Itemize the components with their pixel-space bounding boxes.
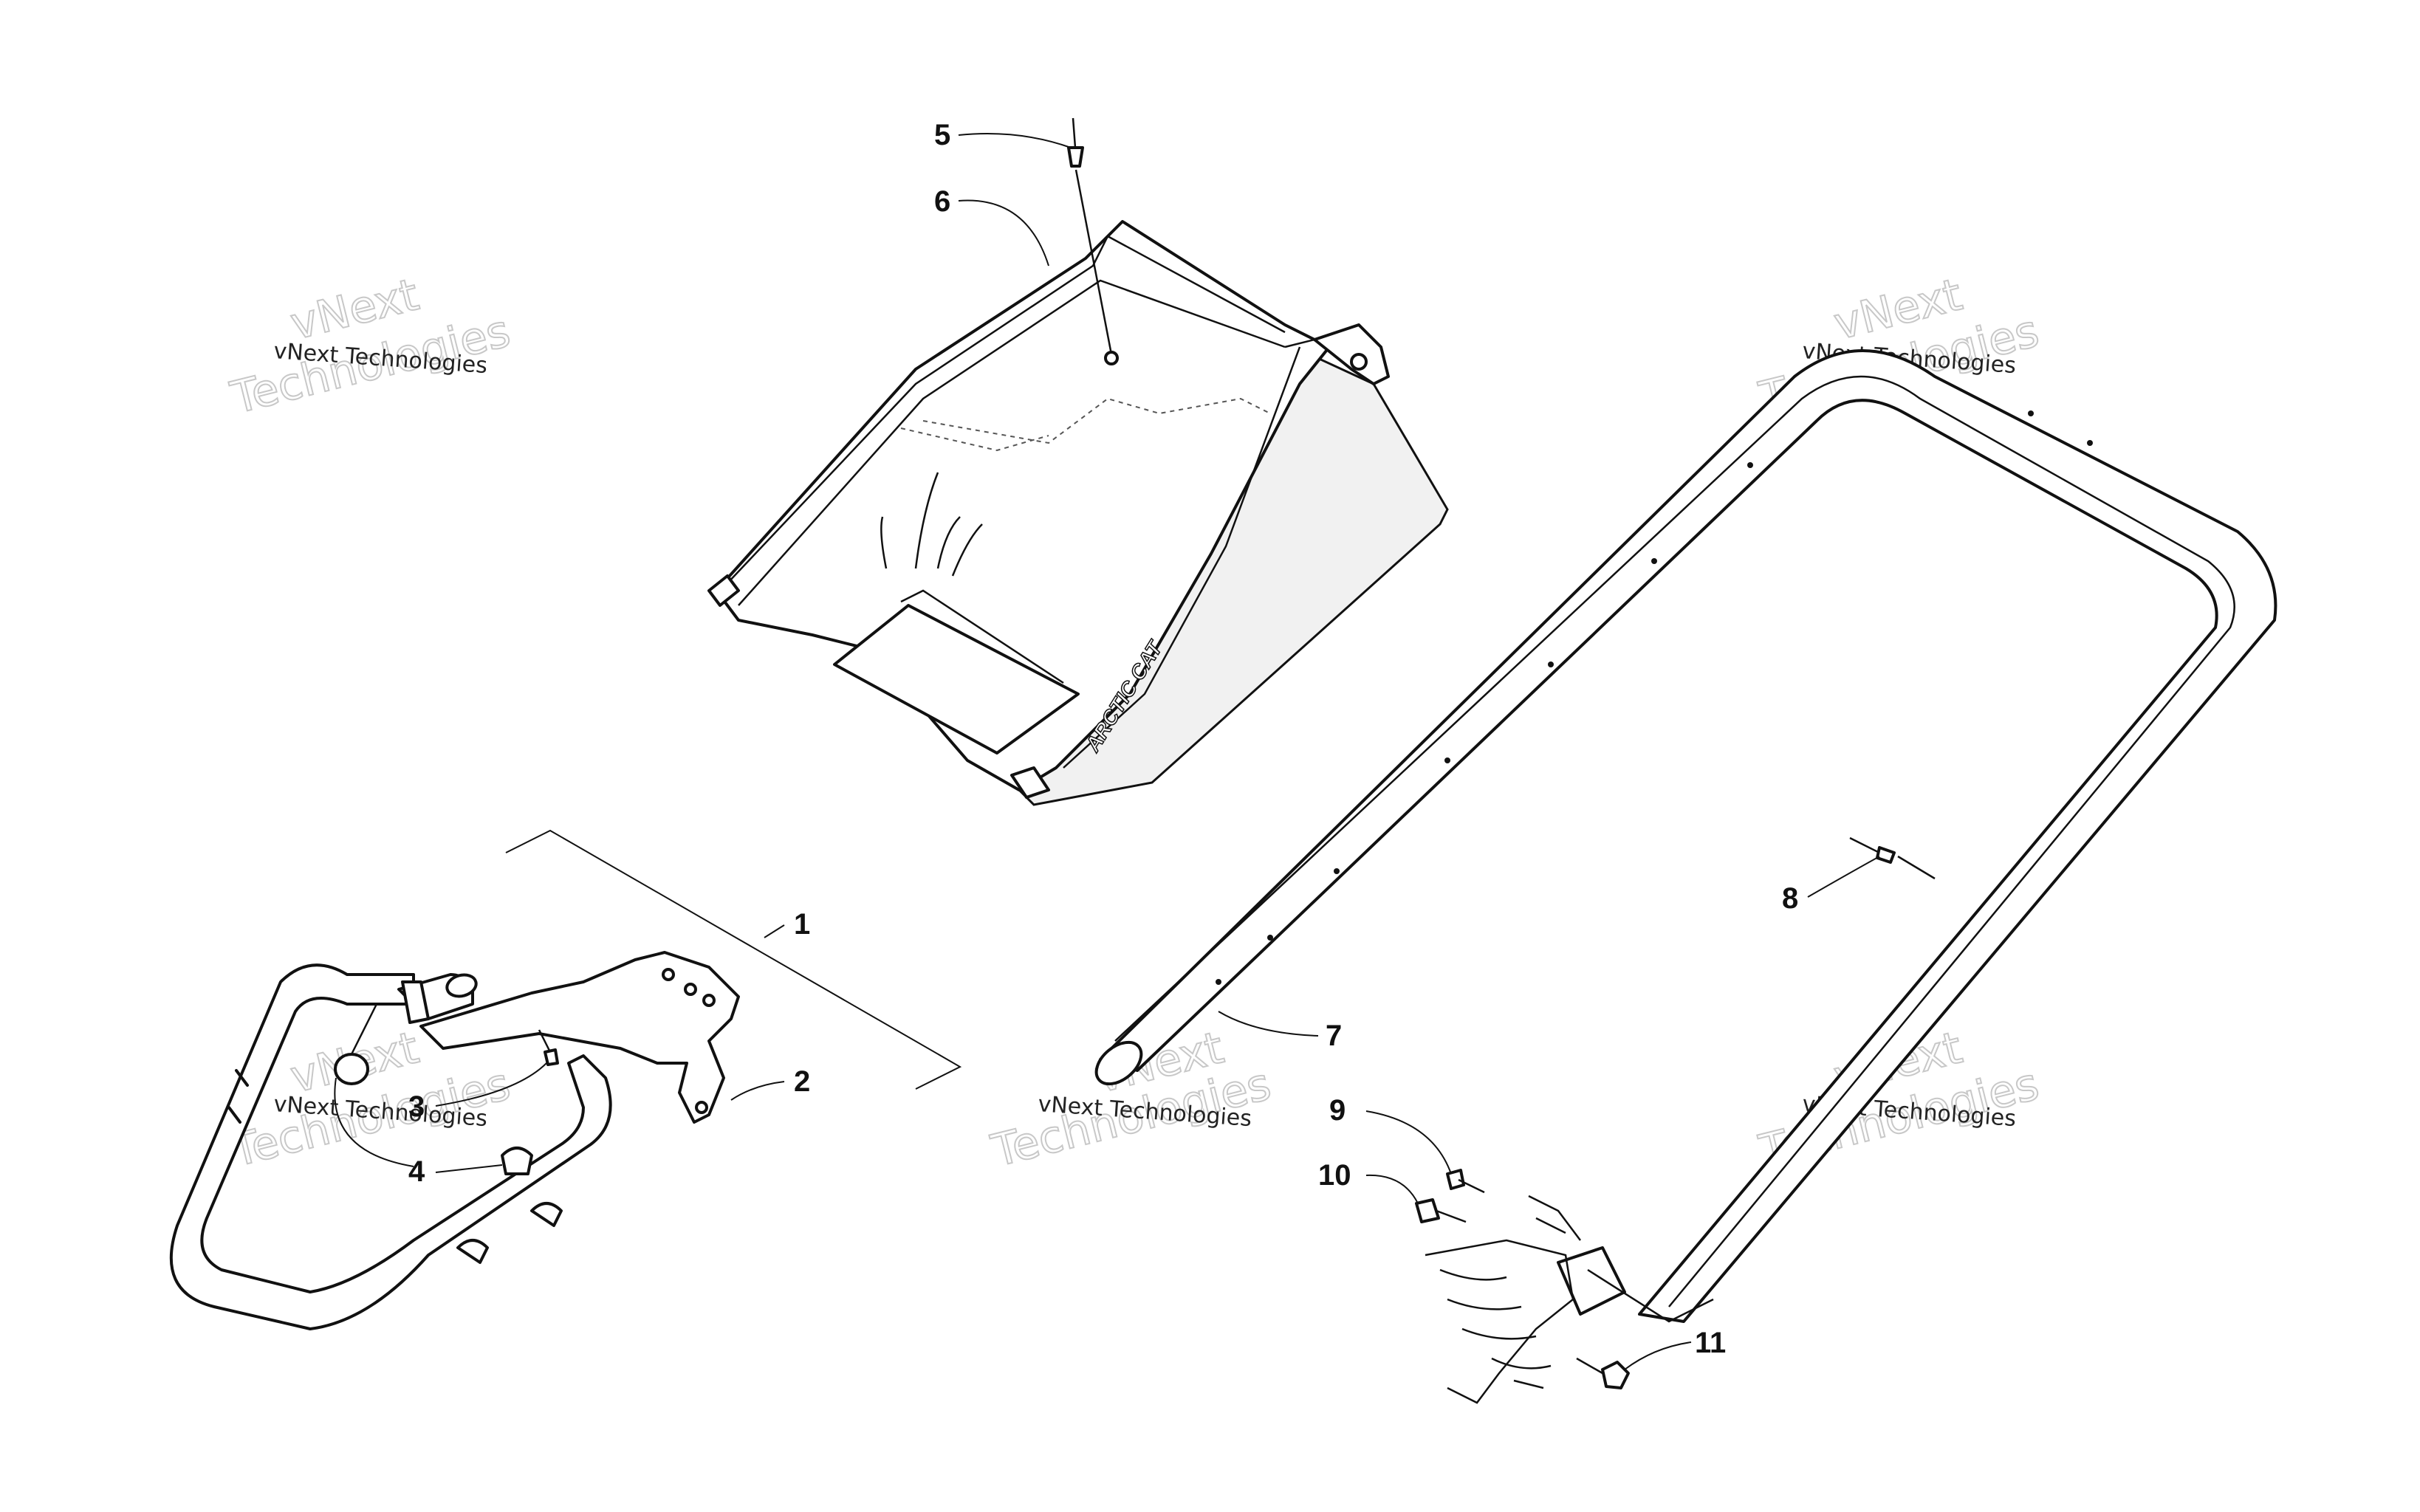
bracket-bolt xyxy=(1350,353,1368,371)
callout-8: 8 xyxy=(1782,882,1798,915)
plug-part-4 xyxy=(334,1003,533,1175)
nut-part-11 xyxy=(1576,1357,1630,1389)
rivet-part-8 xyxy=(1849,836,1936,880)
callout-11: 11 xyxy=(1695,1327,1726,1359)
handle-tube-end xyxy=(1094,1040,1143,1086)
callout-9: 9 xyxy=(1329,1094,1346,1127)
grass-bag: ARCTIC CAT xyxy=(707,220,1449,806)
grass-bag-left-corner xyxy=(707,574,740,607)
bolt-part-9 xyxy=(1446,1169,1485,1194)
mower-deck-fragment xyxy=(1425,1195,1581,1404)
leader-7 xyxy=(1218,1011,1319,1037)
handle-holes xyxy=(1216,410,2093,985)
grass-bag-rim xyxy=(727,221,1301,769)
callout-6: 6 xyxy=(934,185,950,218)
leader-4 xyxy=(435,1164,503,1173)
plug-right xyxy=(501,1147,533,1175)
pin-part-5 xyxy=(1067,117,1119,365)
grass-bag-right-corner xyxy=(1010,766,1050,799)
callout-3: 3 xyxy=(408,1090,425,1123)
callout-4: 4 xyxy=(408,1155,425,1188)
callout-1: 1 xyxy=(794,908,810,941)
callout-2: 2 xyxy=(794,1065,810,1098)
leader-8 xyxy=(1807,856,1880,898)
leader-9 xyxy=(1365,1110,1452,1175)
handle-bar xyxy=(1094,349,2277,1323)
watermark-top-left: vNext Technologies vNext Technologies xyxy=(225,268,516,425)
leader-lines xyxy=(334,133,1880,1370)
grass-bag-bracket xyxy=(1313,323,1390,385)
leader-3 xyxy=(435,1062,547,1107)
leader-6 xyxy=(958,199,1049,267)
callout-labels: 5 6 1 2 3 4 7 8 9 10 11 xyxy=(408,119,1798,1359)
screw-part-10 xyxy=(1415,1198,1467,1223)
callout-10: 10 xyxy=(1318,1159,1351,1192)
bumper-assembly xyxy=(169,829,962,1330)
bumper-loop xyxy=(169,963,612,1330)
group-bracket-1 xyxy=(505,829,962,1090)
mounting-bracket xyxy=(419,951,740,1124)
leader-11 xyxy=(1624,1341,1692,1370)
callout-5: 5 xyxy=(934,119,950,151)
leader-10 xyxy=(1365,1174,1419,1204)
grass-bag-bottom-tray xyxy=(833,604,1080,755)
plug-left xyxy=(334,1053,369,1085)
callout-7: 7 xyxy=(1326,1020,1342,1052)
leader-1 xyxy=(764,924,785,938)
leader-3b xyxy=(334,1077,414,1167)
leader-5 xyxy=(958,133,1072,148)
grass-graphic xyxy=(880,472,983,577)
rivet-part-3 xyxy=(538,1029,559,1066)
leader-2 xyxy=(730,1081,785,1101)
